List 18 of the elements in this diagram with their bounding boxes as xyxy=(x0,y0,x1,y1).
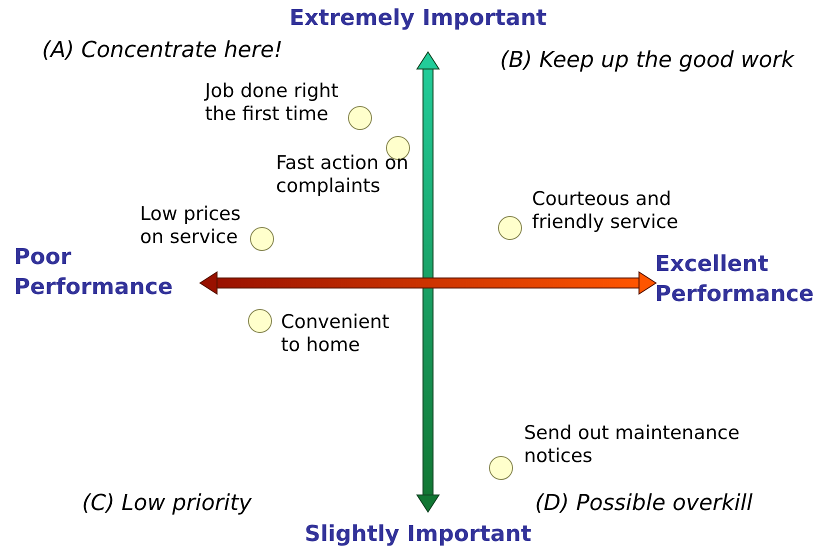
point-label: Send out maintenance notices xyxy=(524,422,741,468)
point-label: Convenient to home xyxy=(281,311,390,357)
quadrant-label: (D) Possible overkill xyxy=(535,490,753,518)
data-point xyxy=(498,216,522,240)
axis-title: Excellent Performance xyxy=(655,251,815,309)
data-point xyxy=(386,136,410,160)
point-label: Job done right the first time xyxy=(205,80,340,126)
quadrant-label: (A) Concentrate here! xyxy=(42,37,283,65)
data-point xyxy=(348,106,372,130)
point-label: Fast action on complaints xyxy=(276,152,410,198)
data-point xyxy=(489,456,513,480)
axis-title: Extremely Important xyxy=(289,5,547,33)
point-label: Courteous and friendly service xyxy=(532,188,680,234)
data-point xyxy=(250,227,274,251)
quadrant-label: (C) Low priority xyxy=(82,490,252,518)
quadrant-label: (B) Keep up the good work xyxy=(500,47,794,75)
data-point xyxy=(248,309,272,333)
axis-title: Slightly Important xyxy=(304,521,532,549)
